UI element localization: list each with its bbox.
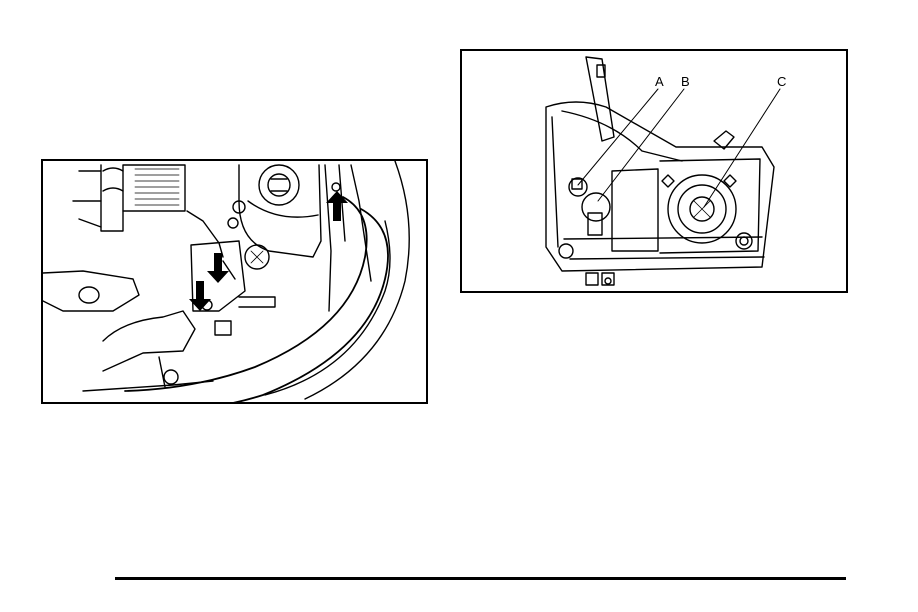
headlamp-bulbs-drawing	[462, 51, 846, 291]
callout-label-c: C	[777, 75, 786, 88]
headlamp-removal-illustration	[41, 159, 428, 404]
arrow-up-icon	[43, 161, 426, 402]
callout-label-b: B	[681, 75, 690, 88]
callout-label-a: A	[655, 75, 664, 88]
headlamp-bulbs-illustration: A B C	[460, 49, 848, 293]
page-footer-rule	[115, 577, 846, 580]
